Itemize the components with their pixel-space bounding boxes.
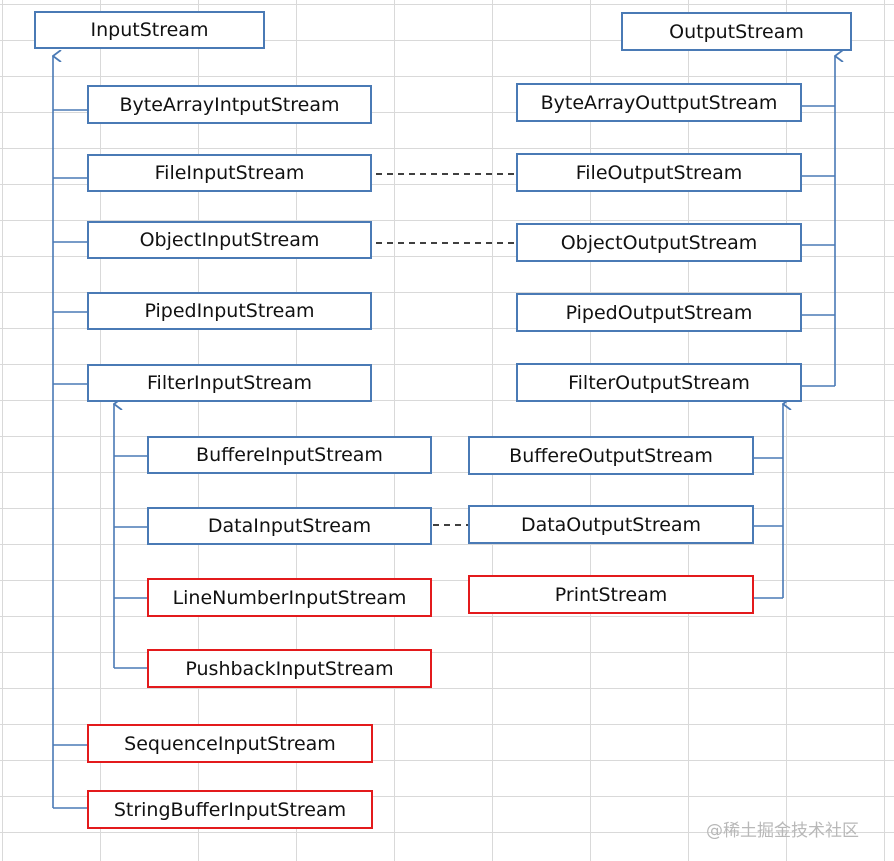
class-label: BuffereInputStream — [196, 444, 383, 466]
class-label: LineNumberInputStream — [172, 586, 407, 609]
output-stream-root-box: OutputStream — [621, 12, 852, 51]
sequence-input-stream-box: SequenceInputStream — [87, 724, 373, 763]
class-label: PushbackInputStream — [185, 657, 394, 680]
filter-input-stream-box: FilterInputStream — [87, 364, 372, 402]
piped-output-stream-box: PipedOutputStream — [516, 293, 802, 332]
object-input-stream-box: ObjectInputStream — [87, 221, 372, 259]
class-label: FilterOutputStream — [568, 371, 750, 394]
buffere-input-stream-box: BuffereInputStream — [147, 436, 432, 474]
class-label: OutputStream — [669, 20, 804, 43]
file-input-stream-box: FileInputStream — [87, 154, 372, 192]
class-label: FileInputStream — [154, 162, 305, 184]
class-label: StringBufferInputStream — [113, 798, 347, 821]
class-label: InputStream — [90, 19, 209, 41]
pushback-input-stream-box: PushbackInputStream — [147, 649, 432, 688]
input-stream-root-box: InputStream — [34, 11, 265, 49]
watermark-text: @稀土掘金技术社区 — [706, 821, 859, 841]
class-label: PipedOutputStream — [565, 301, 753, 324]
data-input-stream-box: DataInputStream — [147, 507, 432, 545]
class-label: ObjectInputStream — [139, 229, 320, 251]
byte-array-input-stream-box: ByteArrayIntputStream — [87, 85, 372, 124]
class-label: PipedInputStream — [144, 300, 315, 322]
class-label: FileOutputStream — [575, 161, 743, 184]
file-output-stream-box: FileOutputStream — [516, 153, 802, 192]
filter-output-stream-box: FilterOutputStream — [516, 363, 802, 402]
data-output-stream-box: DataOutputStream — [468, 505, 754, 544]
print-stream-box: PrintStream — [468, 575, 754, 614]
line-number-input-stream-box: LineNumberInputStream — [147, 578, 432, 617]
buffere-output-stream-box: BuffereOutputStream — [468, 436, 754, 475]
class-label: DataInputStream — [207, 515, 372, 537]
class-label: BuffereOutputStream — [509, 444, 713, 467]
class-label: ObjectOutputStream — [560, 231, 758, 254]
class-label: ByteArrayOuttputStream — [540, 91, 778, 114]
class-label: FilterInputStream — [147, 372, 312, 394]
class-label: PrintStream — [554, 583, 668, 606]
object-output-stream-box: ObjectOutputStream — [516, 223, 802, 262]
string-buffer-input-stream-box: StringBufferInputStream — [87, 790, 373, 829]
piped-input-stream-box: PipedInputStream — [87, 292, 372, 330]
byte-array-output-stream-box: ByteArrayOuttputStream — [516, 83, 802, 122]
class-label: DataOutputStream — [520, 513, 702, 536]
class-label: SequenceInputStream — [124, 732, 336, 755]
class-label: ByteArrayIntputStream — [119, 93, 340, 116]
